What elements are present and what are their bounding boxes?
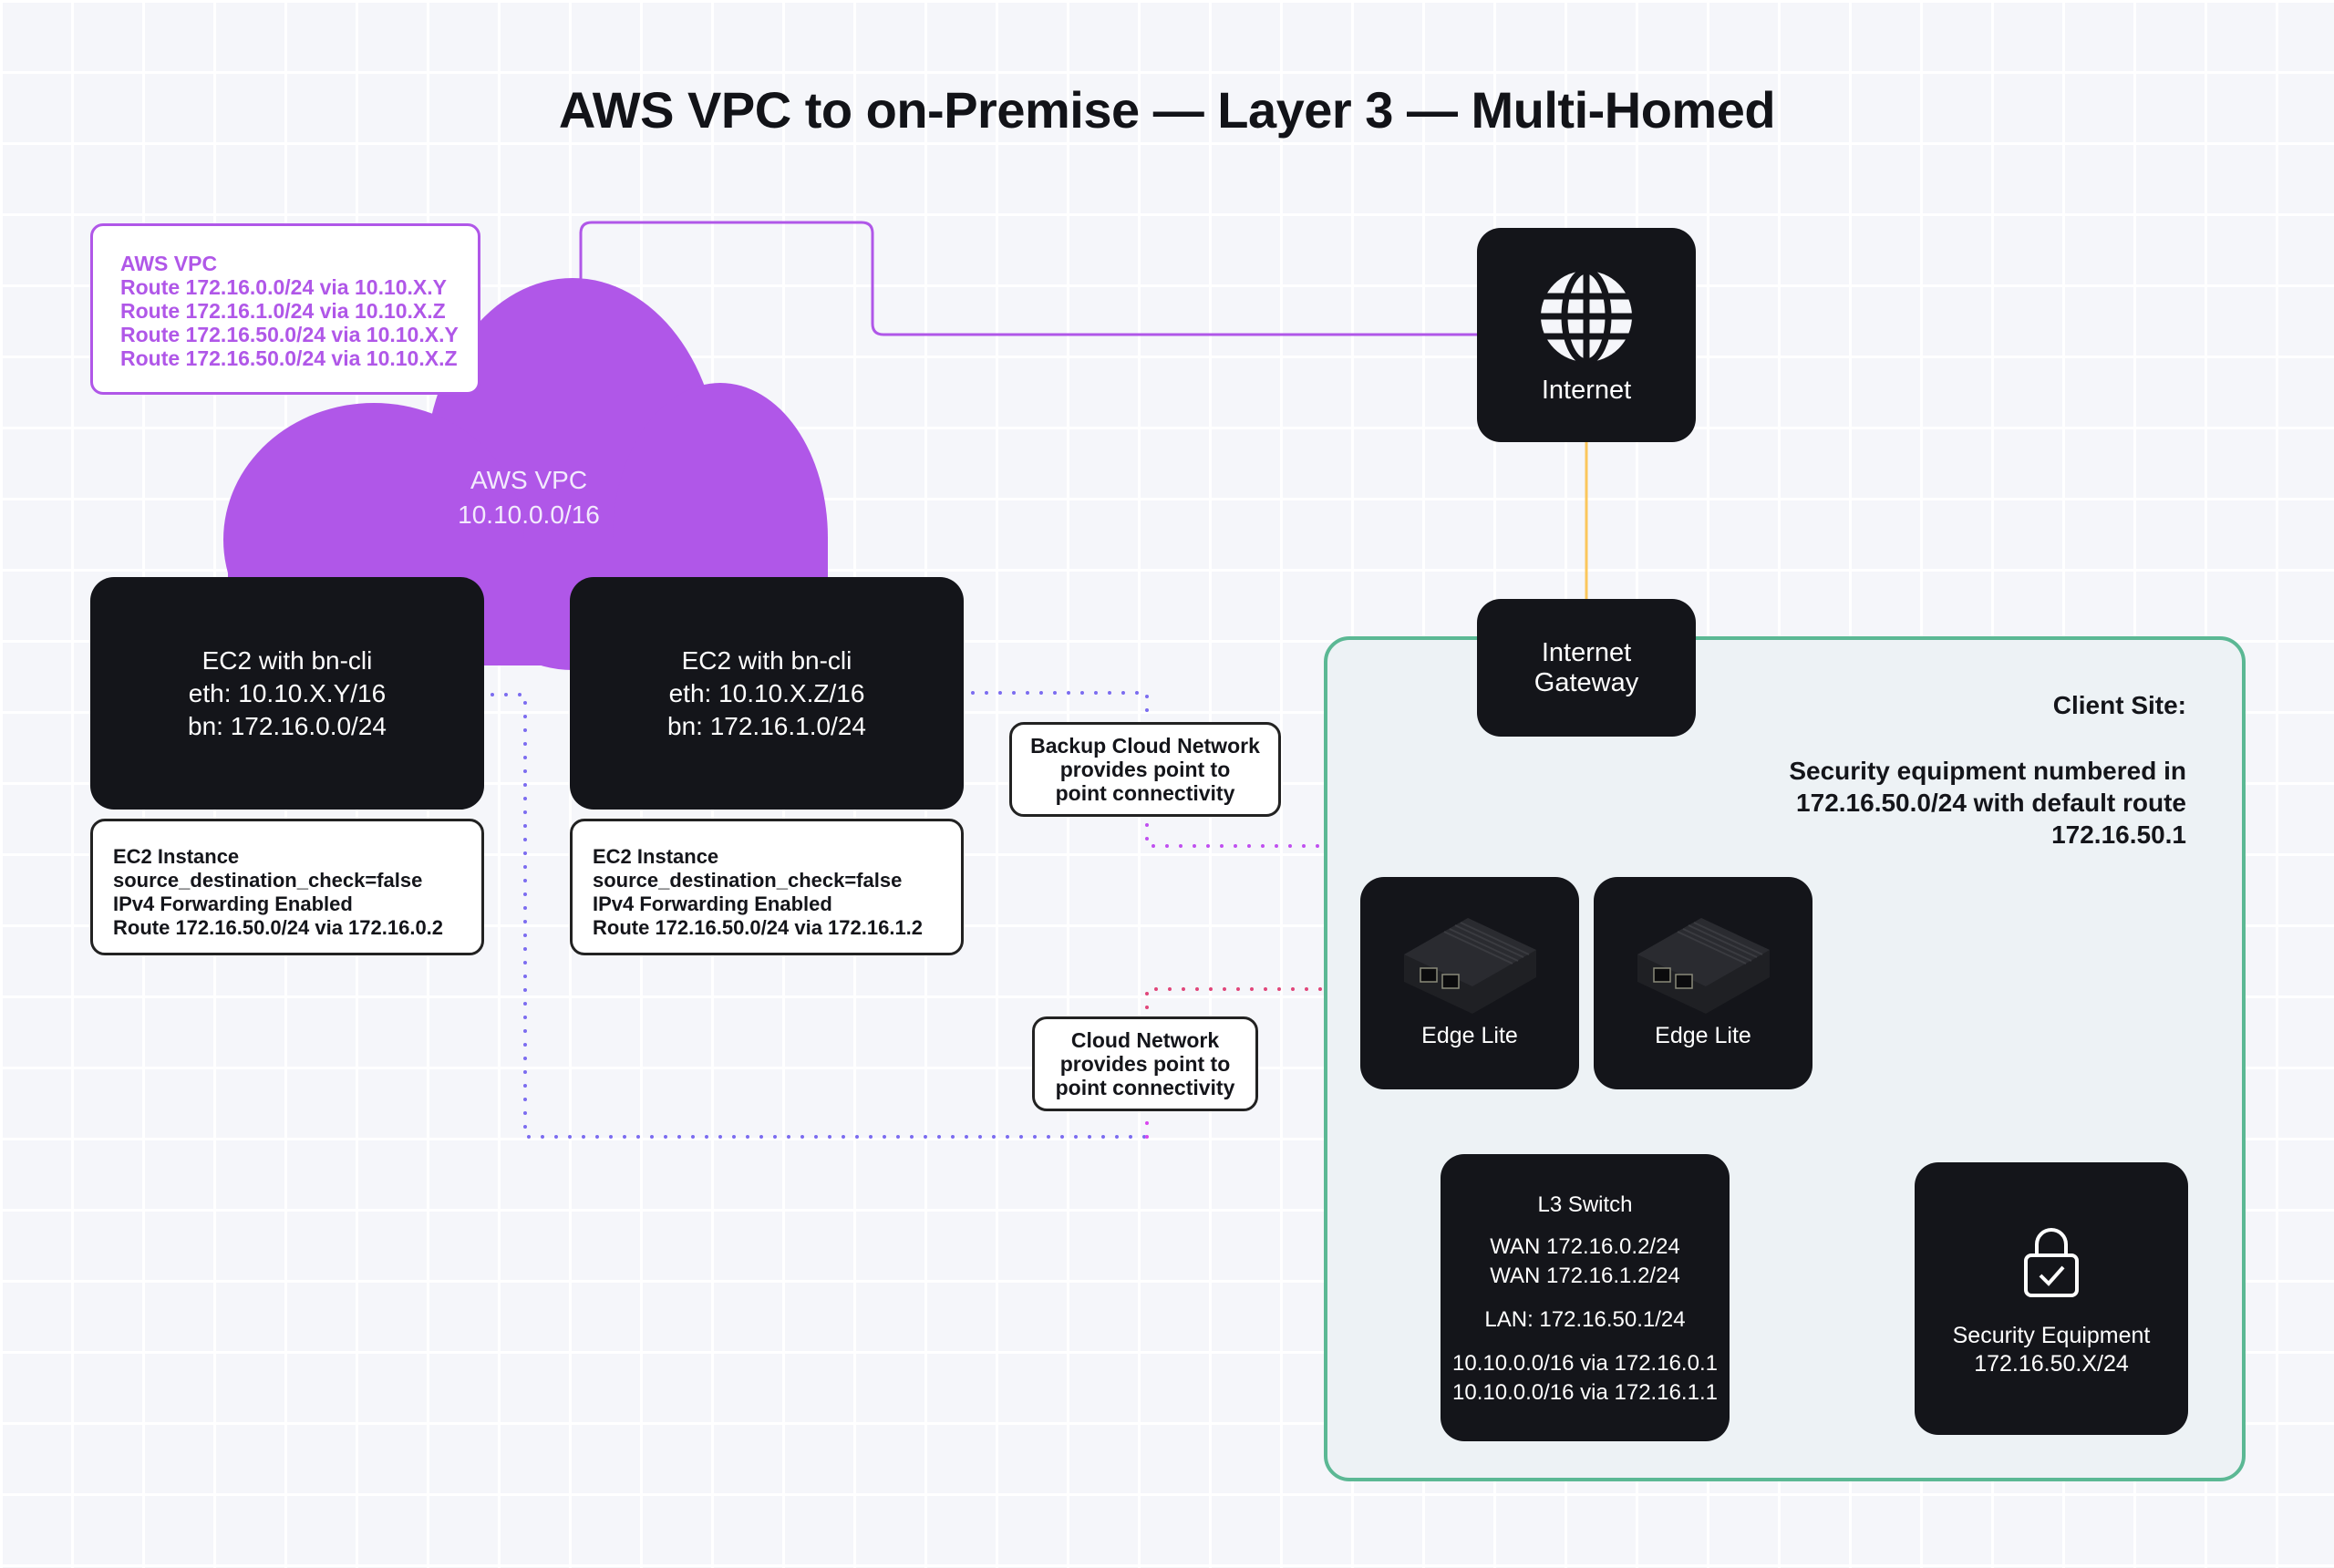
aws-vpc-label: AWS VPC 10.10.0.0/16 [401, 463, 656, 532]
ec2-eth: eth: 10.10.X.Z/16 [668, 678, 865, 707]
l3-switch-node[interactable]: L3 Switch WAN 172.16.0.2/24 WAN 172.16.1… [1441, 1154, 1730, 1441]
route-line: Route 172.16.50.0/24 via 10.10.X.Z [120, 346, 458, 370]
security-label: Security Equipment [1952, 1323, 2151, 1348]
ec2-eth: eth: 10.10.X.Y/16 [188, 678, 387, 707]
ec2-bn: bn: 172.16.0.0/24 [188, 711, 387, 740]
info-line: IPv4 Forwarding Enabled [113, 892, 353, 915]
client-site-description: Security equipment numbered in 172.16.50… [1789, 755, 2186, 851]
description-line: 172.16.50.0/24 with default route [1796, 789, 2186, 817]
security-equipment-node[interactable]: Security Equipment 172.16.50.X/24 [1915, 1162, 2188, 1435]
lock-check-icon [2024, 1228, 2079, 1297]
info-line: source_destination_check=false [593, 869, 903, 892]
vpc-cidr: 10.10.0.0/16 [458, 500, 600, 529]
edge-lite-label: Edge Lite [1655, 1023, 1751, 1048]
vpc-internet-link [579, 221, 1496, 336]
route-line: Route 172.16.0.0/24 via 10.10.X.Y [120, 275, 448, 299]
route-line: Route 172.16.1.0/24 via 10.10.X.Z [120, 299, 446, 323]
info-line: IPv4 Forwarding Enabled [593, 892, 832, 915]
switch-lan: LAN: 172.16.50.1/24 [1484, 1307, 1686, 1332]
info-line: EC2 Instance [593, 845, 719, 868]
internet-gateway-node[interactable]: Internet Gateway [1477, 599, 1696, 737]
route-line: Route 172.16.50.0/24 via 10.10.X.Y [120, 323, 459, 346]
ec2-title: EC2 with bn-cli [681, 645, 852, 675]
info-line: source_destination_check=false [113, 869, 423, 892]
igw-label-line: Gateway [1534, 667, 1639, 697]
backup-network-callout: Backup Cloud Network provides point to p… [1009, 722, 1281, 817]
edge-lite-label: Edge Lite [1421, 1023, 1518, 1048]
callout-line: Backup Cloud Network [1030, 734, 1260, 758]
callout-line: point connectivity [1055, 1076, 1235, 1099]
igw-label-line: Internet [1541, 637, 1632, 667]
callout-line: provides point to [1059, 758, 1231, 781]
edge-lite-1[interactable]: Edge Lite [1360, 877, 1579, 1089]
ec2-info-1: EC2 Instance source_destination_check=fa… [90, 819, 484, 955]
security-equipment-label: Security Equipment 172.16.50.X/24 [1915, 1322, 2188, 1378]
switch-wan: WAN 172.16.0.2/24 [1490, 1234, 1680, 1259]
client-site-heading: Client Site: [2052, 691, 2186, 719]
vpc-name: AWS VPC [470, 466, 588, 494]
internet-node[interactable]: Internet [1477, 228, 1696, 442]
edge-lite-2[interactable]: Edge Lite [1594, 877, 1812, 1089]
ec2-node-1[interactable]: EC2 with bn-cli eth: 10.10.X.Y/16 bn: 17… [90, 577, 484, 810]
route-table-heading: AWS VPC [120, 252, 218, 275]
edge-router-icon [1404, 918, 1536, 1014]
security-subnet: 172.16.50.X/24 [1974, 1351, 2129, 1377]
switch-wan: WAN 172.16.1.2/24 [1490, 1264, 1680, 1288]
switch-route: 10.10.0.0/16 via 172.16.0.1 [1452, 1351, 1718, 1376]
switch-route: 10.10.0.0/16 via 172.16.1.1 [1452, 1380, 1718, 1405]
ec2-title: EC2 with bn-cli [201, 645, 373, 675]
info-line: EC2 Instance [113, 845, 240, 868]
description-line: 172.16.50.1 [2051, 820, 2186, 849]
ec2-info-2: EC2 Instance source_destination_check=fa… [570, 819, 964, 955]
callout-line: point connectivity [1055, 781, 1235, 805]
ec2-node-2[interactable]: EC2 with bn-cli eth: 10.10.X.Z/16 bn: 17… [570, 577, 964, 810]
page-title: AWS VPC to on-Premise — Layer 3 — Multi-… [558, 81, 1776, 139]
ec2-bn: bn: 172.16.1.0/24 [667, 711, 866, 740]
callout-line: provides point to [1059, 1052, 1231, 1076]
description-line: Security equipment numbered in [1789, 757, 2186, 785]
info-line: Route 172.16.50.0/24 via 172.16.1.2 [593, 916, 924, 939]
callout-line: Cloud Network [1070, 1028, 1220, 1052]
cloud-network-callout: Cloud Network provides point to point co… [1032, 1016, 1258, 1111]
internet-label: Internet [1541, 376, 1632, 405]
info-line: Route 172.16.50.0/24 via 172.16.0.2 [113, 916, 444, 939]
aws-route-table: AWS VPC Route 172.16.0.0/24 via 10.10.X.… [90, 223, 480, 395]
switch-title: L3 Switch [1537, 1192, 1633, 1217]
globe-icon [1539, 269, 1634, 364]
edge-router-icon [1637, 918, 1770, 1014]
